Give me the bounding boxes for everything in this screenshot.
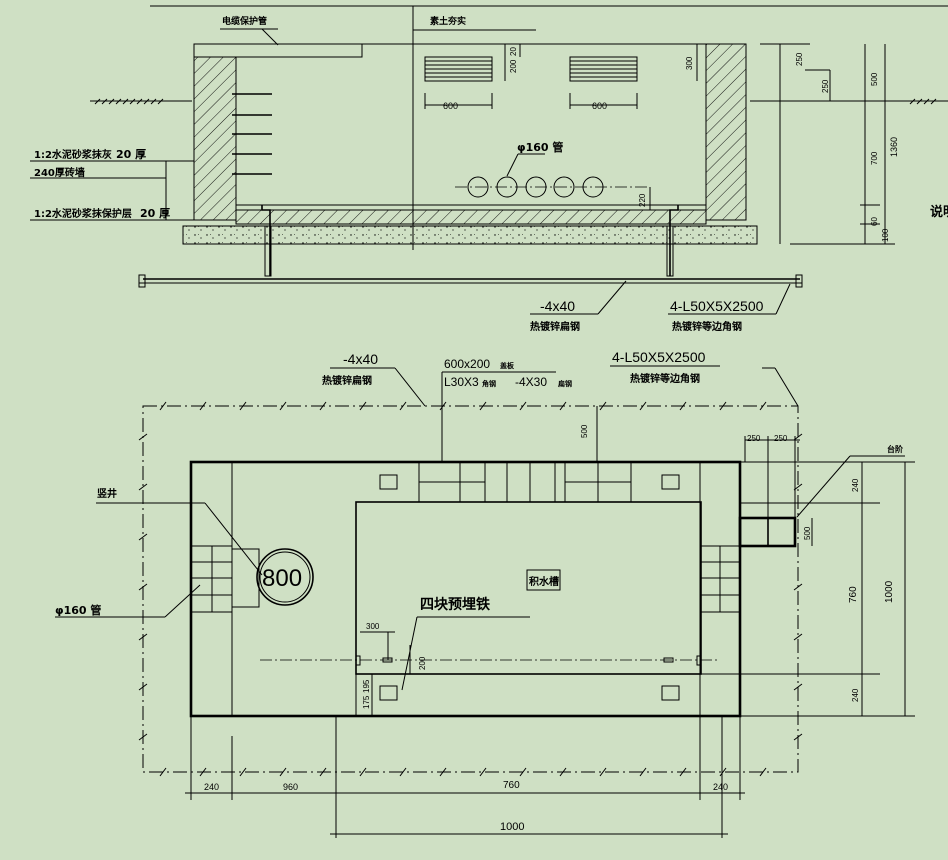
plan-step-label: 台阶 [887, 444, 903, 454]
dim-220: 220 [638, 193, 647, 207]
ground-rod-left [261, 205, 271, 276]
pipe-entry-right [699, 545, 741, 613]
plan-dim-195: 195 [362, 679, 371, 693]
section-phi160-label: φ160 管 [517, 140, 563, 154]
plan-angle-small-note: 角钢 [482, 379, 496, 388]
plan-bar-label: -4X30 [515, 375, 547, 389]
plan-sump-label: 积水槽 [529, 575, 559, 588]
plan-dim-1000: 1000 [500, 821, 524, 833]
ground-ring [142, 405, 799, 773]
plan-view: 800 积水槽 四块预埋铁 300 200 175 195 -4x40 热镀锌扁… [55, 349, 915, 838]
left-wall [193, 56, 237, 221]
plan-dim-240-bottom-a: 240 [204, 782, 219, 792]
plan-dim-200: 200 [418, 656, 427, 670]
dim-200: 200 [509, 59, 518, 73]
dim-250-b: 250 [821, 79, 830, 93]
section-brick-label: 240厚砖墙 [34, 166, 85, 179]
section-side-note: 说明 [930, 204, 948, 220]
floor-slab [235, 209, 707, 225]
plan-hole-label: 800 [262, 565, 302, 592]
plan-dim-500-r: 500 [803, 526, 812, 540]
plan-dim-250-a: 250 [747, 434, 761, 443]
plan-angle-steel-note: 热镀锌等边角钢 [630, 372, 700, 385]
section-protect-label: 1:2水泥砂浆抹保护层 [34, 207, 132, 220]
plan-grate-note: 盖板 [500, 361, 515, 370]
cover-slab [193, 43, 363, 58]
top-grate [418, 461, 632, 503]
section-protect-thickness: 20 厚 [140, 207, 170, 220]
plan-shaft-label: 竖井 [97, 487, 117, 500]
embedded-plate-1 [379, 474, 398, 490]
ground-hatch-right [909, 98, 937, 105]
embedded-plate-4 [661, 685, 680, 701]
plan-dim-1000-v: 1000 [884, 580, 895, 603]
concrete-base [182, 225, 758, 245]
embedded-plate-2 [661, 474, 680, 490]
dim-600-right: 600 [592, 101, 607, 111]
plan-angle-steel-label: 4-L50X5X2500 [612, 349, 706, 365]
dim-500: 500 [870, 72, 879, 86]
section-plaster-label: 1:2水泥砂浆抹灰 [34, 148, 112, 161]
section-soil-label: 素土夯实 [430, 15, 466, 27]
dim-100: 100 [881, 228, 890, 242]
dim-20: 20 [509, 47, 518, 56]
section-flat-steel-label: -4x40 [540, 298, 575, 314]
dim-60: 60 [870, 217, 879, 226]
plan-dim-250-b: 250 [774, 434, 788, 443]
ring-ticks [138, 401, 803, 777]
pipe-entry-left [190, 545, 233, 613]
vent-grill-left [424, 56, 493, 82]
plan-dim-240-bottom-b: 240 [713, 782, 728, 792]
chamber-inner [235, 44, 707, 206]
plan-bar-note: 扁钢 [558, 379, 572, 388]
right-wall [705, 43, 747, 221]
dim-300: 300 [685, 56, 694, 70]
plan-flat-steel-note: 热镀锌扁钢 [322, 374, 372, 387]
section-plaster-thickness: 20 厚 [116, 148, 146, 161]
ground-rod-right [669, 205, 679, 276]
vent-grill-right [569, 56, 638, 82]
ladder-rungs [232, 93, 272, 175]
dim-600-left: 600 [443, 101, 458, 111]
dim-1360: 1360 [889, 137, 899, 157]
section-angle-steel-label: 4-L50X5X2500 [670, 298, 764, 314]
section-angle-steel-note: 热镀锌等边角钢 [672, 320, 742, 333]
plan-embedded-label: 四块预埋铁 [420, 596, 490, 613]
section-flat-steel-note: 热镀锌扁钢 [530, 320, 580, 333]
well-hole-800 [256, 548, 314, 606]
plan-dim-240-r2: 240 [851, 688, 860, 702]
plan-dim-500-top: 500 [580, 424, 589, 438]
plan-dim-960: 960 [283, 782, 298, 792]
plan-dim-300: 300 [366, 622, 380, 631]
plan-angle-small-label: L30X3 [444, 375, 479, 389]
plan-dim-760: 760 [503, 780, 520, 791]
dim-700: 700 [870, 151, 879, 165]
plan-dim-760-v: 760 [848, 586, 859, 603]
section-cable-pipe-label: 电缆保护管 [222, 15, 267, 27]
plan-flat-steel-label: -4x40 [343, 351, 378, 367]
ground-hatch-left [94, 98, 164, 105]
section-view: φ160 管 1:2水泥砂浆抹灰 20 厚 240厚砖墙 1:2水泥砂浆抹保护层… [30, 5, 948, 333]
pipe-circles [455, 176, 650, 198]
embedded-plate-3 [379, 685, 398, 701]
plan-phi160-label: φ160 管 [55, 603, 101, 617]
plan-grate-label: 600x200 [444, 357, 490, 371]
plan-dim-240-r1: 240 [851, 478, 860, 492]
dim-250-a: 250 [795, 52, 804, 66]
plan-dim-175: 175 [362, 695, 371, 709]
sump-pit [355, 501, 702, 675]
section-dimensions [424, 43, 895, 245]
